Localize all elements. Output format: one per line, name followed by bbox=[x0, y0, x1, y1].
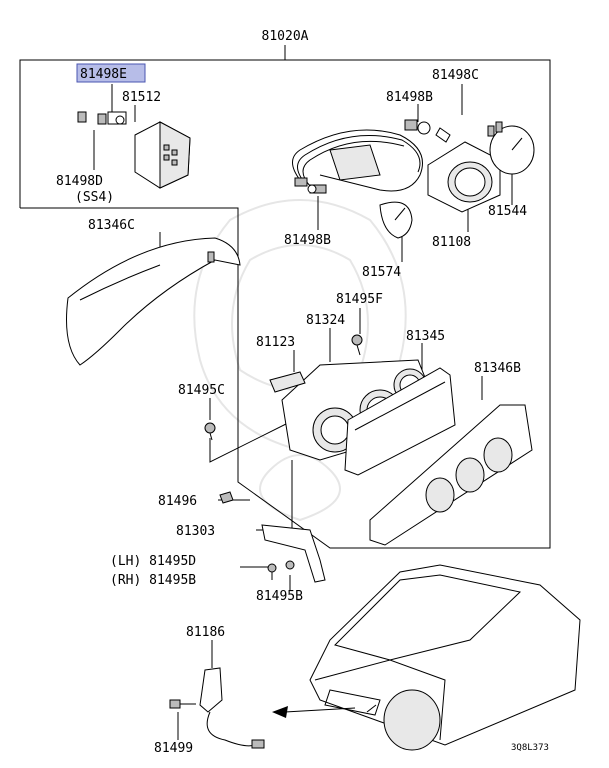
label-81345[interactable]: 81345 bbox=[406, 329, 445, 344]
diagram-code: 3Q8L373 bbox=[511, 743, 549, 753]
label-81498B-mid[interactable]: 81498B bbox=[284, 233, 331, 248]
label-81495B[interactable]: 81495B bbox=[256, 589, 303, 604]
part-81544-gauge-face[interactable] bbox=[487, 121, 535, 175]
assembly-outline bbox=[19, 45, 551, 549]
label-81498D[interactable]: 81498D bbox=[56, 174, 103, 189]
label-81346B[interactable]: 81346B bbox=[474, 361, 521, 376]
part-81574-dial[interactable] bbox=[379, 201, 413, 239]
label-81499[interactable]: 81499 bbox=[154, 741, 193, 756]
location-arrow bbox=[272, 706, 356, 718]
part-81496-clip[interactable] bbox=[219, 491, 234, 504]
label-81498B-top[interactable]: 81498B bbox=[386, 90, 433, 105]
part-81345-lens[interactable] bbox=[344, 367, 456, 476]
label-81303[interactable]: 81303 bbox=[176, 524, 215, 539]
part-81303-bracket[interactable] bbox=[261, 524, 326, 583]
part-81123-strip[interactable] bbox=[269, 371, 306, 393]
label-81495B-rh[interactable]: (RH) 81495B bbox=[110, 573, 196, 588]
label-81496[interactable]: 81496 bbox=[158, 494, 197, 509]
part-81346B-panel[interactable] bbox=[369, 404, 533, 546]
label-81324[interactable]: 81324 bbox=[306, 313, 345, 328]
part-81498C-bulbs[interactable] bbox=[404, 119, 451, 143]
highlight-81498E bbox=[76, 63, 146, 83]
part-81346C-hood[interactable] bbox=[66, 237, 241, 366]
label-81574[interactable]: 81574 bbox=[362, 265, 401, 280]
label-assembly: 81020A bbox=[262, 29, 309, 44]
label-81495C[interactable]: 81495C bbox=[178, 383, 225, 398]
label-variant-ss4: (SS4) bbox=[75, 190, 114, 205]
part-81108-gauge[interactable] bbox=[427, 141, 501, 213]
label-81512[interactable]: 81512 bbox=[122, 90, 161, 105]
part-81512-switch[interactable] bbox=[134, 121, 191, 189]
label-81123[interactable]: 81123 bbox=[256, 335, 295, 350]
label-81186[interactable]: 81186 bbox=[186, 625, 225, 640]
part-81499-bolt[interactable] bbox=[169, 699, 196, 709]
label-81346C[interactable]: 81346C bbox=[88, 218, 135, 233]
part-81495B-screw[interactable] bbox=[285, 560, 295, 570]
vehicle-outline bbox=[309, 564, 581, 751]
label-81108[interactable]: 81108 bbox=[432, 235, 471, 250]
part-81498B-bulb[interactable] bbox=[307, 184, 327, 194]
part-81186-sensor[interactable] bbox=[199, 667, 265, 749]
part-wire-harness[interactable] bbox=[292, 129, 423, 192]
label-81544[interactable]: 81544 bbox=[488, 204, 527, 219]
label-81498C[interactable]: 81498C bbox=[432, 68, 479, 83]
label-81498E[interactable]: 81498E bbox=[80, 67, 127, 82]
label-81495D[interactable]: (LH) 81495D bbox=[110, 554, 196, 569]
part-81498E-clips[interactable] bbox=[77, 111, 127, 125]
label-81495F[interactable]: 81495F bbox=[336, 292, 383, 307]
part-81495C-screw[interactable] bbox=[204, 422, 216, 441]
part-81495F-screw[interactable] bbox=[351, 334, 363, 356]
part-81495D-screw[interactable] bbox=[267, 563, 277, 580]
